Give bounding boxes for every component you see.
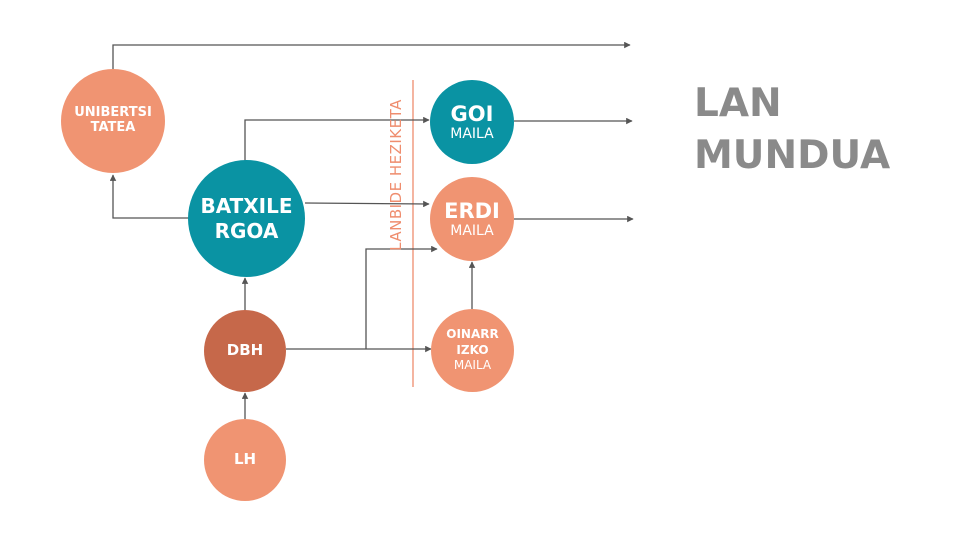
node-label: IZKO <box>456 342 489 357</box>
node-label: TATEA <box>90 120 136 135</box>
node-sublabel: MAILA <box>453 358 492 373</box>
lanbide-heziketa-label: LANBIDE HEZIKETA <box>387 99 405 251</box>
node-dbh: DBH <box>204 310 286 392</box>
node-sublabel: MAILA <box>450 223 494 240</box>
edge-batxilergoa-unibertsitatea <box>109 174 190 219</box>
node-erdi-maila: ERDI MAILA <box>430 177 514 261</box>
node-label: ERDI <box>444 198 500 223</box>
node-sublabel: MAILA <box>450 126 494 143</box>
node-batxilergoa: BATXILE RGOA <box>188 160 305 277</box>
node-oinarrizko-maila: OINARR IZKO MAILA <box>431 309 514 392</box>
node-label: RGOA <box>214 218 279 243</box>
edge-unibertsitatea-lan-mundua <box>112 41 631 69</box>
edge-batxilergoa-erdi-maila <box>304 200 430 208</box>
node-label: LH <box>233 450 257 469</box>
edge-batxilergoa-goi-maila <box>244 116 430 162</box>
title-line-2: MUNDUA <box>694 133 891 178</box>
title-line-1: LAN <box>694 81 782 126</box>
node-label: UNIBERTSI <box>74 105 152 121</box>
node-label: GOI <box>450 101 494 126</box>
node-label: BATXILE <box>200 193 293 218</box>
node-label: OINARR <box>446 327 499 342</box>
node-unibertsitatea: UNIBERTSI TATEA <box>61 69 165 173</box>
node-goi-maila: GOI MAILA <box>430 80 514 164</box>
edge-dbh-erdi-maila <box>365 245 438 349</box>
node-label: DBH <box>226 341 264 360</box>
node-lh: LH <box>204 419 286 501</box>
lan-mundua-title: LAN MUNDUA <box>694 78 890 182</box>
